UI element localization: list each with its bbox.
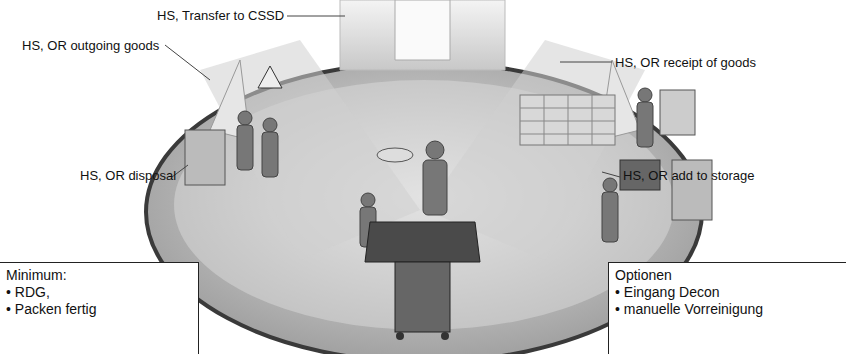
surgical-lamp xyxy=(377,148,413,162)
goods-cart xyxy=(660,90,695,135)
area-label: HS, OR outgoing goods xyxy=(22,38,159,53)
door xyxy=(395,0,450,60)
box-item: • Packen fertig xyxy=(6,301,192,318)
area-label: HS, OR disposal xyxy=(80,168,176,183)
back-wall xyxy=(340,0,505,70)
area-label: HS, Transfer to CSSD xyxy=(157,8,284,23)
operating-table xyxy=(365,222,480,262)
box-heading: Minimum: xyxy=(6,267,192,284)
box-heading: Optionen xyxy=(615,267,841,284)
box-item: • Eingang Decon xyxy=(615,284,841,301)
box-item: • RDG, xyxy=(6,284,192,301)
area-label: HS, OR receipt of goods xyxy=(615,55,756,70)
leader-lines xyxy=(165,16,620,177)
shelf-grid xyxy=(520,95,615,145)
biohazard-sign xyxy=(258,66,282,88)
disposal-cart xyxy=(185,130,225,185)
instrument-table xyxy=(395,262,450,332)
area-label: HS, OR add to storage xyxy=(623,168,755,183)
box-item: • manuelle Vorreinigung xyxy=(615,301,841,318)
note-box: Optionen• Eingang Decon• manuelle Vorrei… xyxy=(608,262,846,354)
note-box: Minimum:• RDG,• Packen fertig xyxy=(0,262,199,354)
storage-shelf xyxy=(520,95,615,145)
